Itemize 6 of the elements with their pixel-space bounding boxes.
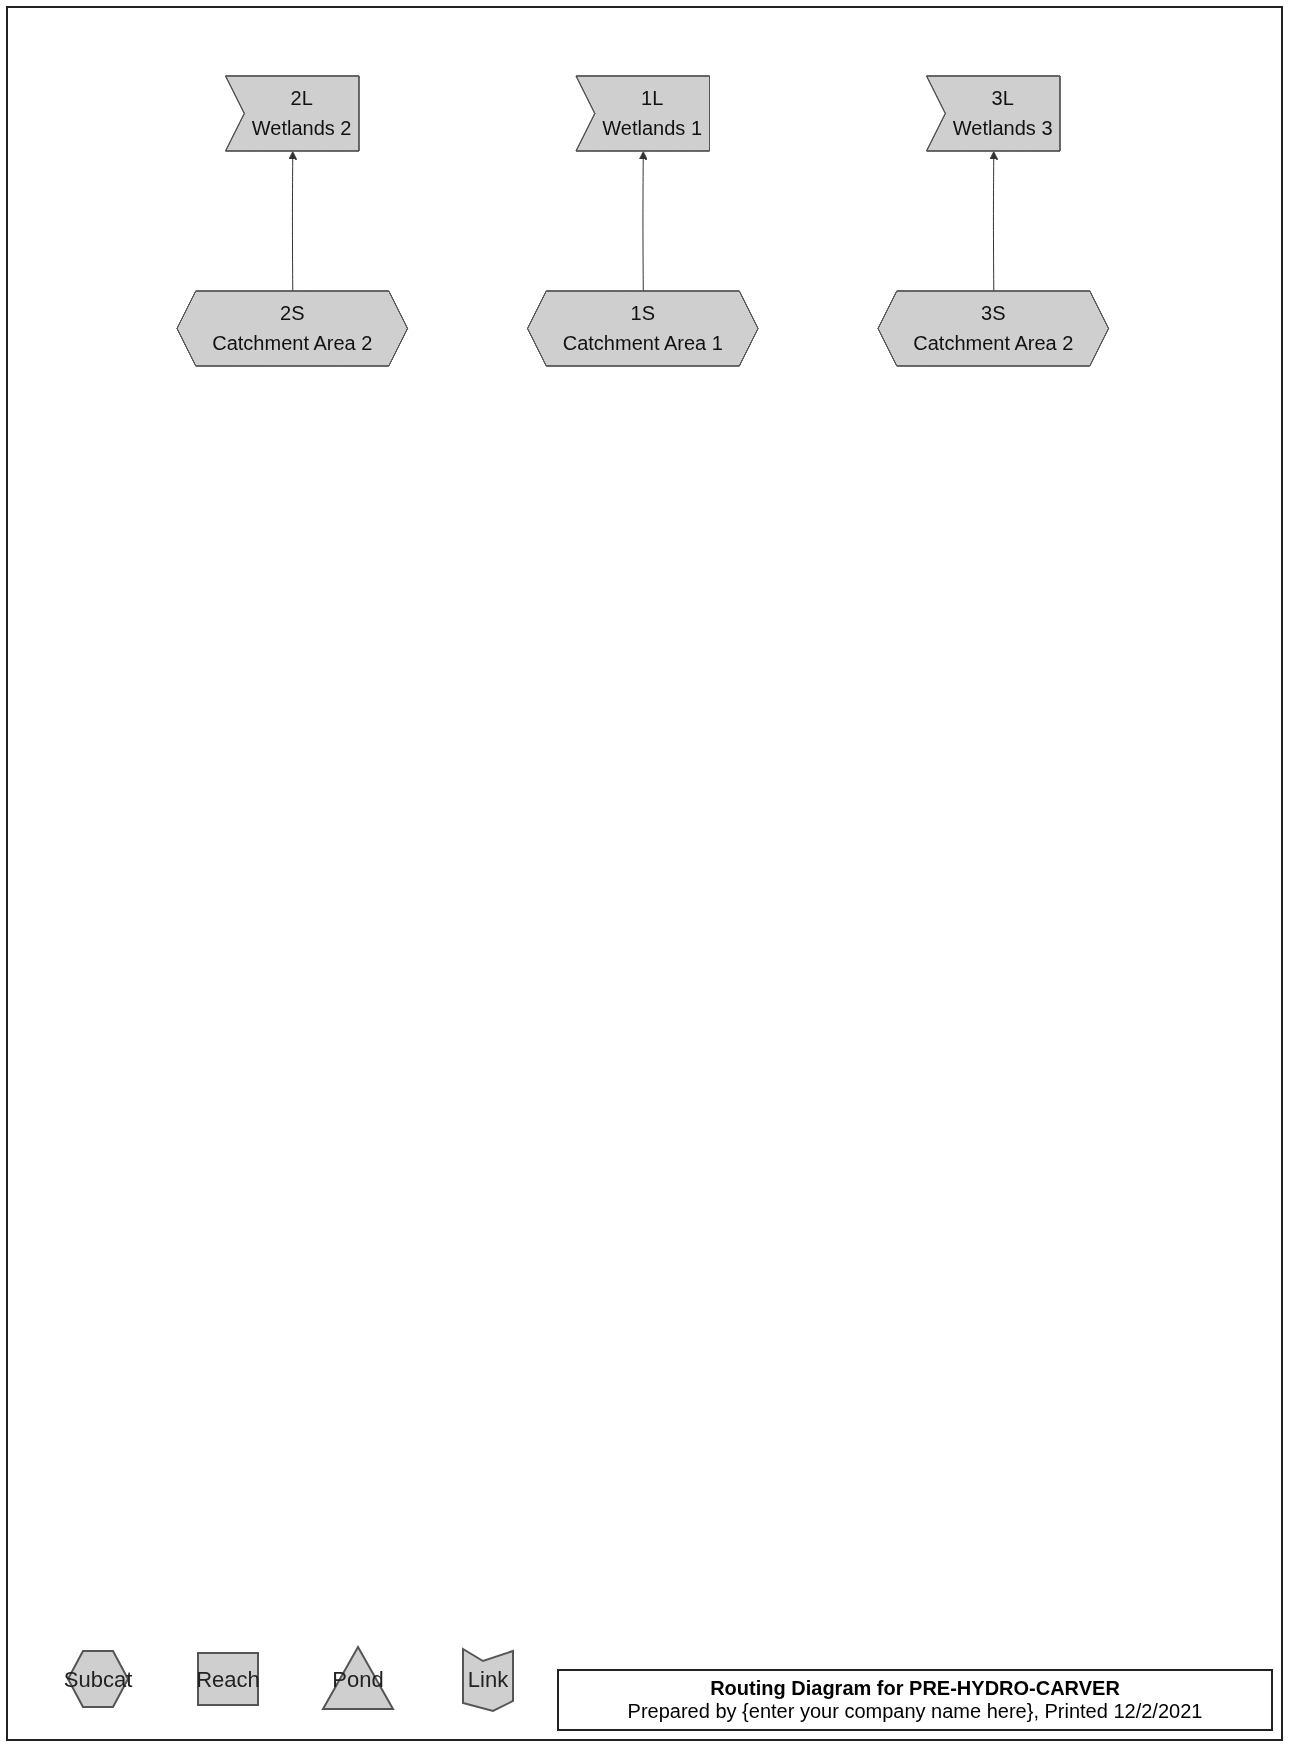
arrow	[989, 151, 999, 292]
title: Routing Diagram for PRE-HYDRO-CARVER	[709, 1677, 1121, 1700]
note: Prepared by {enter your company name here}, Printed 12/2/2021	[626, 1700, 1204, 1723]
legend-label: Link	[466, 1667, 510, 1693]
arrow	[288, 151, 298, 292]
arrow	[639, 151, 648, 292]
